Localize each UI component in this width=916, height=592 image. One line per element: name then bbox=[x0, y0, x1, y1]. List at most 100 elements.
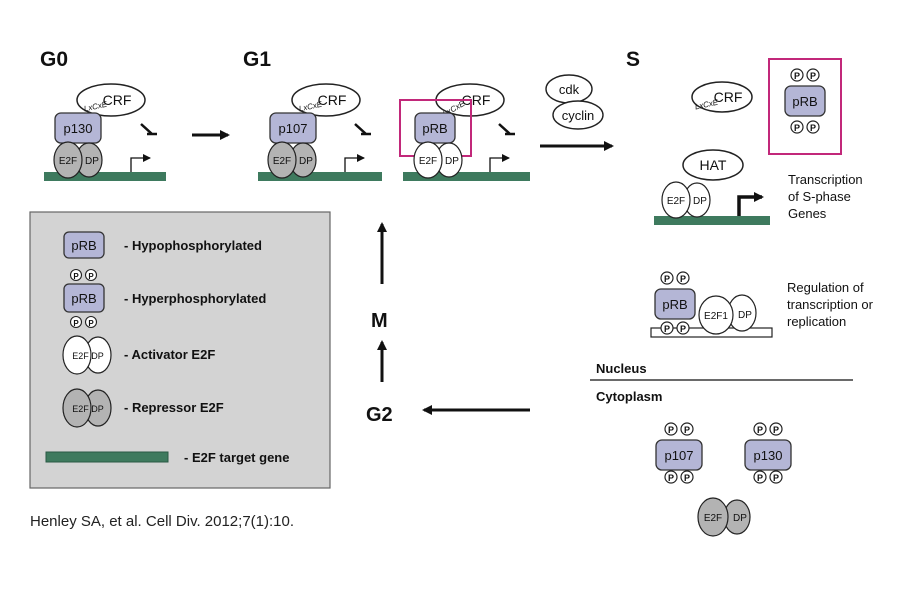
e2f-label: E2F bbox=[704, 513, 722, 524]
phosphate-label: P bbox=[684, 473, 690, 483]
phosphate-icon bbox=[806, 120, 820, 134]
phosphate-label: P bbox=[810, 71, 816, 81]
phosphate-icon bbox=[753, 422, 767, 436]
phosphate-label: P bbox=[773, 473, 779, 483]
e2f-ellipse bbox=[413, 141, 443, 179]
transcription-note-line2: of S-phase bbox=[788, 189, 851, 204]
legend-symbol-e2f-dp: E2F DP bbox=[72, 351, 104, 361]
legend-label-target-gene: - E2F target gene bbox=[184, 450, 289, 465]
crf-label: CRF bbox=[462, 92, 491, 108]
e2f-ellipse bbox=[62, 335, 92, 375]
p107-label: p107 bbox=[279, 121, 308, 136]
prb-label: pRB bbox=[422, 121, 447, 136]
phosphate-label: P bbox=[73, 319, 79, 328]
phosphate-icon bbox=[680, 470, 694, 484]
phosphate-label: P bbox=[88, 319, 94, 328]
phosphate-label: P bbox=[757, 473, 763, 483]
prb-hyper-symbol bbox=[63, 283, 105, 313]
p107-label: p107 bbox=[665, 448, 694, 463]
inhibition-mark bbox=[140, 123, 157, 136]
phosphate-icon bbox=[676, 271, 690, 285]
e2f1-label: E2F1 bbox=[704, 311, 728, 322]
prb-box bbox=[414, 112, 456, 144]
inhibition-mark bbox=[498, 123, 515, 136]
phosphate-icon bbox=[660, 321, 674, 335]
phosphate-label: P bbox=[664, 324, 670, 334]
phosphate-label: P bbox=[664, 274, 670, 284]
hat-label: HAT bbox=[700, 157, 727, 173]
gene-bar bbox=[44, 172, 166, 181]
s-crf: CRF LxCxE bbox=[691, 81, 753, 113]
phosphate-icon bbox=[680, 422, 694, 436]
prb-label: pRB bbox=[792, 94, 817, 109]
tss-arrow bbox=[489, 154, 510, 172]
crf-label: CRF bbox=[714, 89, 743, 105]
regulation-note-line1: Regulation of bbox=[787, 280, 864, 295]
prb-box bbox=[784, 85, 826, 117]
dp-label: DP bbox=[85, 156, 99, 167]
e2f-ellipse bbox=[267, 141, 297, 179]
phosphate-icon bbox=[769, 470, 783, 484]
dp-label: DP bbox=[733, 513, 747, 524]
phosphate-icon bbox=[790, 120, 804, 134]
phosphate-label: P bbox=[668, 425, 674, 435]
e2f-ellipse bbox=[62, 388, 92, 428]
phosphate-icon bbox=[664, 422, 678, 436]
p130-box bbox=[744, 439, 792, 471]
prb-hypo-symbol bbox=[63, 231, 105, 259]
crf-ellipse bbox=[691, 81, 753, 113]
phosphate-icon bbox=[69, 315, 83, 329]
crf-ellipse bbox=[76, 83, 146, 117]
e2f-label: E2F bbox=[419, 156, 437, 167]
e2f-ellipse bbox=[53, 141, 83, 179]
phosphate-icon bbox=[660, 271, 674, 285]
s-regulation-complex: pRB P P P P E2F1 DP bbox=[650, 271, 773, 338]
legend-label-hyper: - Hyperphosphorylated bbox=[124, 291, 266, 306]
phosphate-label: P bbox=[668, 473, 674, 483]
cyto-e2f-dp: E2F DP bbox=[697, 497, 751, 537]
phosphate-icon bbox=[664, 470, 678, 484]
g1-p107-complex: CRF LxCxE p107 E2F DP bbox=[258, 83, 382, 181]
phase-label-g1: G1 bbox=[243, 48, 271, 71]
p130-box bbox=[54, 112, 102, 144]
crf-label: CRF bbox=[103, 92, 132, 108]
legend-symbol-prb: pRB bbox=[71, 238, 96, 253]
phase-label-g0: G0 bbox=[40, 48, 68, 71]
phosphate-label: P bbox=[794, 71, 800, 81]
phosphate-label: P bbox=[680, 324, 686, 334]
p130-label: p130 bbox=[754, 448, 783, 463]
legend-label-repressor: - Repressor E2F bbox=[124, 400, 224, 415]
phosphate-icon bbox=[84, 315, 98, 329]
e2f-label: E2F bbox=[59, 156, 77, 167]
p107-box bbox=[269, 112, 317, 144]
transcription-note-line3: Genes bbox=[788, 206, 827, 221]
gene-bar bbox=[654, 216, 770, 225]
s-prb-phospho: pRB P P P P bbox=[768, 58, 842, 155]
phosphate-icon bbox=[69, 268, 83, 282]
cdk-label: cdk bbox=[559, 82, 580, 97]
cytoplasm-label: Cytoplasm bbox=[596, 389, 662, 404]
prb-box bbox=[654, 288, 696, 320]
tss-arrow bbox=[130, 154, 151, 172]
legend-symbol-e2f-dp: E2F DP bbox=[72, 404, 104, 414]
e2f-ellipse bbox=[661, 181, 691, 219]
cdk-cyclin: cdk cyclin bbox=[545, 74, 604, 130]
hat-ellipse bbox=[682, 149, 744, 181]
g1-prb-complex: CRF LxCxE pRB E2F DP bbox=[399, 83, 530, 181]
phosphate-icon bbox=[676, 321, 690, 335]
active-tss-arrow bbox=[737, 192, 764, 216]
phosphate-label: P bbox=[773, 425, 779, 435]
phase-label-m: M bbox=[371, 310, 388, 332]
cyto-p130-phospho: p130 P P P P bbox=[744, 422, 792, 484]
inhibition-mark bbox=[354, 123, 371, 136]
legend-label-hypo: - Hypophosphorylated bbox=[124, 238, 262, 253]
citation: Henley SA, et al. Cell Div. 2012;7(1):10… bbox=[30, 513, 295, 530]
phosphate-icon bbox=[790, 68, 804, 82]
nucleus-label: Nucleus bbox=[596, 361, 647, 376]
regulation-note-line2: transcription or bbox=[787, 297, 874, 312]
p107-box bbox=[655, 439, 703, 471]
gene-bar-symbol bbox=[45, 451, 169, 463]
regulation-note-line3: replication bbox=[787, 314, 846, 329]
phosphate-icon bbox=[753, 470, 767, 484]
legend: pRB - Hypophosphorylated P P pRB P P - H… bbox=[29, 211, 331, 489]
